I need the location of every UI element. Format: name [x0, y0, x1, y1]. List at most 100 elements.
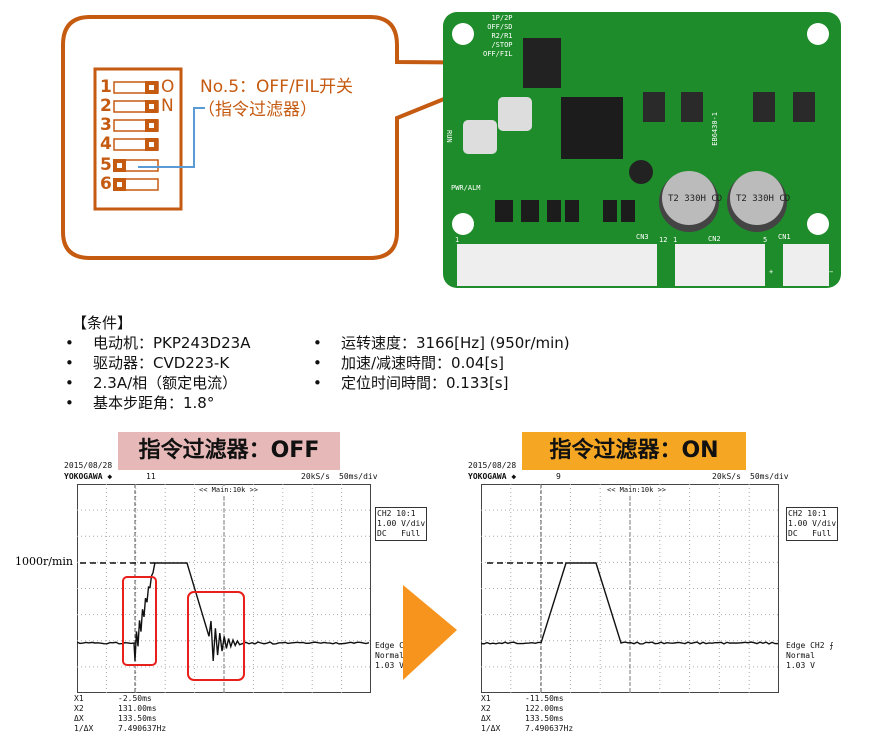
pin-5: 5 — [763, 236, 767, 244]
cursor-readout: X1-2.50ms — [74, 694, 166, 704]
cursor-label: 1/ΔX — [481, 724, 525, 734]
condition-accel: 加速/减速時間：0.04[s] — [313, 353, 570, 373]
pin-plus: + — [769, 268, 773, 276]
condition-step-angle: 基本步距角：1.8° — [65, 393, 250, 413]
scope-time-div: 50ms/div — [339, 472, 378, 482]
conditions-right: 运转速度：3166[Hz] (950r/min) 加速/减速時間：0.04[s]… — [313, 333, 570, 393]
pin-1: 1 — [455, 236, 459, 244]
label-run: RUN — [445, 130, 453, 143]
ch-coupling: DC Full — [377, 529, 425, 539]
label-offfil: OFF/FIL — [483, 50, 513, 59]
scope-trigger-count: 11 — [146, 472, 156, 482]
capacitor-label-1: T2 330H CD — [668, 194, 722, 204]
speed-level-label: 1000r/min — [15, 555, 73, 568]
scope-brand: YOKOGAWA ◆ — [468, 472, 516, 482]
cursor-readout: 1/ΔX7.490637Hz — [74, 724, 166, 734]
scope-channel-info: CH2 10:11.00 V/divDC Full — [786, 507, 838, 541]
scope-date: 2015/08/28 — [468, 461, 516, 471]
scope-trigger-info: Edge CH2 ⨍Normal1.03 V — [786, 641, 834, 671]
cursor-readout: X2131.00ms — [74, 704, 166, 714]
cursor-value: 133.50ms — [525, 714, 564, 723]
cursor-label: X1 — [74, 694, 118, 704]
trigger-edge: Edge CH2 ⨍ — [786, 641, 834, 651]
label-offsd: OFF/SD — [483, 23, 513, 32]
capacitor-label-2: T2 330H CD — [736, 194, 790, 204]
trigger-level: 1.03 V — [375, 661, 414, 671]
cursor-value: 7.490637Hz — [525, 724, 573, 733]
callout-title: No.5：OFF/FIL开关 — [200, 76, 353, 98]
switch-3: 3 — [100, 116, 114, 135]
filter-on-label: 指令过滤器：ON — [522, 432, 746, 470]
filter-off-label: 指令过滤器：OFF — [118, 432, 340, 470]
on-n: N — [161, 97, 174, 116]
cursor-label: 1/ΔX — [74, 724, 118, 734]
cursor-label: ΔX — [481, 714, 525, 724]
dip-switch-labels: 1P/2POFF/SDR2/R1/STOPOFF/FIL — [483, 14, 513, 59]
driver-board-photo: 1P/2POFF/SDR2/R1/STOPOFF/FIL RUN PWR/ALM… — [443, 12, 841, 288]
switch-5: 5 — [100, 156, 114, 175]
scope-off-plot — [77, 484, 371, 694]
cursor-value: 122.00ms — [525, 704, 564, 713]
cursor-readout: ΔX133.50ms — [481, 714, 573, 724]
cursor-readout: ΔX133.50ms — [74, 714, 166, 724]
cursor-readout: X2122.00ms — [481, 704, 573, 714]
cursor-value: 7.490637Hz — [118, 724, 166, 733]
pin-1b: 1 — [673, 236, 677, 244]
conditions-left: 电动机：PKP243D23A 驱动器：CVD223-K 2.3A/相（额定电流）… — [65, 333, 250, 413]
label-cn1: CN1 — [778, 233, 791, 241]
scope-time-div: 50ms/div — [750, 472, 789, 482]
scope-cursors: X1-11.50msX2122.00msΔX133.50ms1/ΔX7.4906… — [481, 694, 573, 734]
cursor-value: 133.50ms — [118, 714, 157, 723]
label-1p2p: 1P/2P — [483, 14, 513, 23]
scope-trigger-info: Edge CH2Normal1.03 V — [375, 641, 414, 671]
ch-vdiv: 1.00 V/div — [788, 519, 836, 529]
switch-1: 1 — [100, 78, 114, 97]
pin-minus: − — [829, 268, 833, 276]
cursor-readout: X1-11.50ms — [481, 694, 573, 704]
condition-current: 2.3A/相（额定电流） — [65, 373, 250, 393]
ch-vdiv: 1.00 V/div — [377, 519, 425, 529]
ch-coupling: DC Full — [788, 529, 836, 539]
on-o: O — [161, 78, 174, 97]
switch-6: 6 — [100, 175, 114, 194]
pin-12: 12 — [659, 236, 667, 244]
cursor-label: X2 — [481, 704, 525, 714]
on-label: ON — [161, 78, 174, 116]
label-r2r1: R2/R1 — [483, 32, 513, 41]
board-id: EB6430-1 — [711, 112, 719, 146]
cursor-value: -2.50ms — [118, 694, 152, 703]
condition-driver: 驱动器：CVD223-K — [65, 353, 250, 373]
conditions-heading: 【条件】 — [72, 313, 132, 333]
cursor-label: X2 — [74, 704, 118, 714]
label-cn3: CN3 — [636, 233, 649, 241]
cursor-label: ΔX — [74, 714, 118, 724]
switch-numbers: 1234 56 — [100, 78, 114, 194]
scope-on-plot — [481, 484, 779, 694]
cursor-label: X1 — [481, 694, 525, 704]
ch-probe: CH2 10:1 — [788, 509, 836, 519]
condition-positioning-time: 定位时间時間：0.133[s] — [313, 373, 570, 393]
switch-2: 2 — [100, 97, 114, 116]
cursor-readout: 1/ΔX7.490637Hz — [481, 724, 573, 734]
trigger-mode: Normal — [375, 651, 414, 661]
cursor-value: 131.00ms — [118, 704, 157, 713]
switch-4: 4 — [100, 135, 114, 154]
label-pwr-alm: PWR/ALM — [451, 184, 481, 192]
label-stop: /STOP — [483, 41, 513, 50]
trigger-edge: Edge CH2 — [375, 641, 414, 651]
scope-date: 2015/08/28 — [64, 461, 112, 471]
trigger-level: 1.03 V — [786, 661, 834, 671]
condition-motor: 电动机：PKP243D23A — [65, 333, 250, 353]
label-cn2: CN2 — [708, 235, 721, 243]
scope-main: << Main:10k >> — [198, 486, 259, 494]
cursor-value: -11.50ms — [525, 694, 564, 703]
scope-channel-info: CH2 10:11.00 V/divDC Full — [375, 507, 427, 541]
scope-cursors: X1-2.50msX2131.00msΔX133.50ms1/ΔX7.49063… — [74, 694, 166, 734]
ch-probe: CH2 10:1 — [377, 509, 425, 519]
callout-subtitle: （指令过滤器） — [198, 99, 317, 121]
scope-sample-rate: 20kS/s — [301, 472, 330, 482]
trigger-mode: Normal — [786, 651, 834, 661]
scope-brand: YOKOGAWA ◆ — [64, 472, 112, 482]
scope-main: << Main:10k >> — [606, 486, 667, 494]
condition-speed: 运转速度：3166[Hz] (950r/min) — [313, 333, 570, 353]
